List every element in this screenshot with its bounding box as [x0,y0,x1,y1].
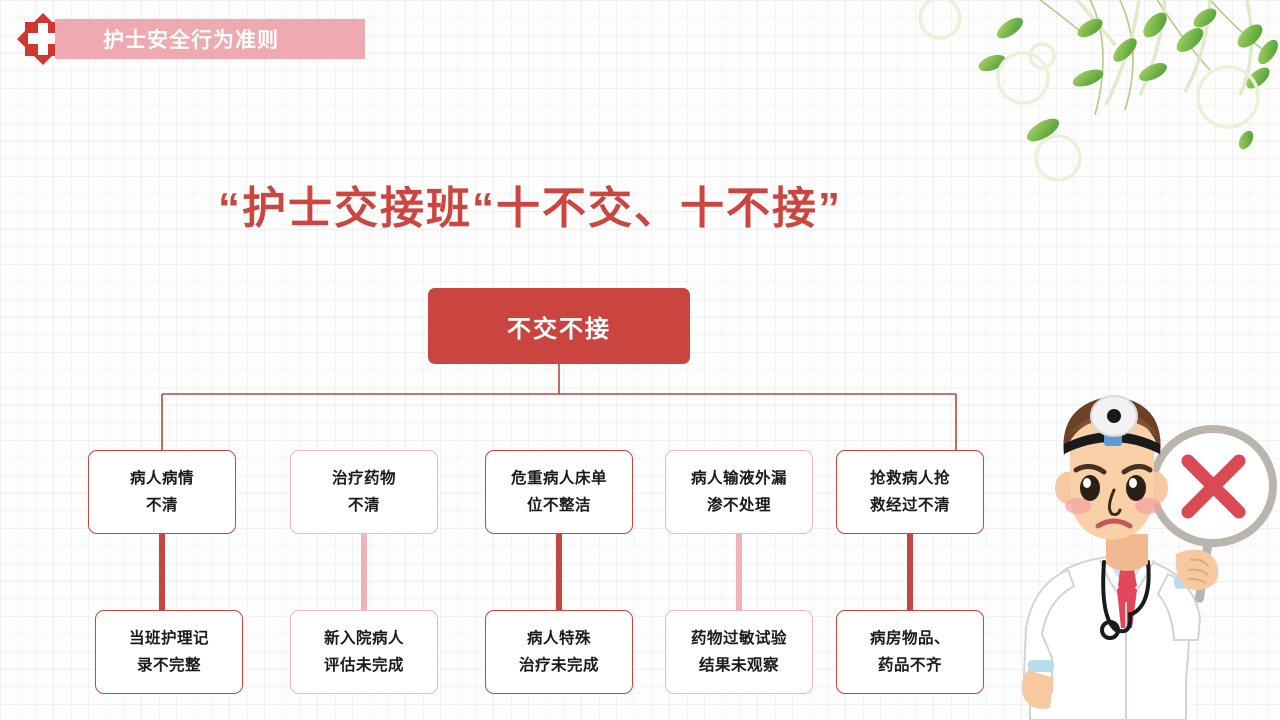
node-bottom-1[interactable]: 当班护理记 录不完整 [95,610,243,694]
node-bottom-1-line2: 录不完整 [136,657,201,674]
node-top-1[interactable]: 病人病情 不清 [88,450,236,534]
node-top-5-line2: 救经过不清 [869,497,950,514]
stem-1 [159,534,165,610]
node-bottom-2-line1: 新入院病人 [323,630,404,647]
node-top-3[interactable]: 危重病人床单 位不整洁 [485,450,633,534]
node-bottom-3-line1: 病人特殊 [526,630,591,647]
root-node-label: 不交不接 [507,315,611,343]
node-bottom-4[interactable]: 药物过敏试验 结果未观察 [665,610,813,694]
node-bottom-2[interactable]: 新入院病人 评估未完成 [290,610,438,694]
banner-title: 护士安全行为准则 [103,29,279,52]
node-top-3-line1: 危重病人床单 [510,470,607,487]
page-title: “护士交接班“十不交、十不接” [218,184,842,233]
node-bottom-5[interactable]: 病房物品、 药品不齐 [836,610,984,694]
node-top-4[interactable]: 病人输液外漏 渗不处理 [665,450,813,534]
willow-branch-leaves-icon [918,0,1278,182]
doctor-holding-x-sign-icon [1021,395,1277,720]
node-top-4-line1: 病人输液外漏 [690,470,787,487]
node-top-1-line2: 不清 [145,497,178,514]
node-bottom-4-line2: 结果未观察 [698,657,779,674]
node-bottom-3-line2: 治疗未完成 [518,657,599,674]
banner-bar: 护士安全行为准则 [55,19,365,59]
root-node[interactable]: 不交不接 [428,288,690,364]
stem-3 [556,534,562,610]
node-bottom-5-line2: 药品不齐 [877,657,942,674]
node-top-4-line2: 渗不处理 [706,497,771,514]
node-top-2-line1: 治疗药物 [331,470,396,487]
node-top-1-line1: 病人病情 [129,470,194,487]
node-top-2-line2: 不清 [347,497,380,514]
node-bottom-2-line2: 评估未完成 [323,657,404,674]
node-bottom-3[interactable]: 病人特殊 治疗未完成 [485,610,633,694]
node-bottom-5-line1: 病房物品、 [869,630,950,647]
stem-4 [736,534,742,610]
node-top-2[interactable]: 治疗药物 不清 [290,450,438,534]
stem-5 [907,534,913,610]
node-bottom-1-line1: 当班护理记 [128,630,209,647]
stem-2 [361,534,367,610]
node-top-3-line2: 位不整洁 [526,497,591,514]
node-bottom-4-line1: 药物过敏试验 [690,630,787,647]
node-top-5[interactable]: 抢救病人抢 救经过不清 [836,450,984,534]
node-top-5-line1: 抢救病人抢 [869,470,950,487]
